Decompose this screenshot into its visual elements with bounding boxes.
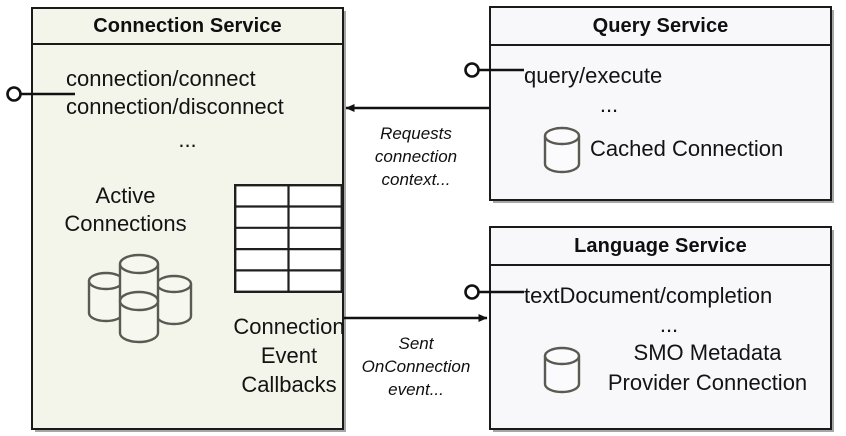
query-service-title: Query Service: [592, 14, 729, 37]
edge-label-sent-onconnection-event: Sent OnConnection event...: [352, 332, 480, 401]
language-service-operations-ellipsis: ...: [659, 312, 679, 337]
edge-label-requests-connection-context: Requests connection context...: [355, 122, 477, 191]
operation-connection-connect: connection/connect: [66, 66, 256, 91]
database-cylinder-icon: [543, 126, 581, 174]
operation-query-execute: query/execute: [524, 63, 663, 88]
sent-label-line2: OnConnection: [361, 357, 471, 376]
requests-label-line1: Requests: [380, 124, 452, 143]
callbacks-label-line1: Connection: [233, 314, 345, 339]
connection-service-operations: connection/connect connection/disconnect: [66, 65, 284, 121]
connection-event-callbacks-label: Connection Event Callbacks: [209, 312, 369, 399]
operation-connection-disconnect: connection/disconnect: [66, 94, 284, 119]
callbacks-label-line2: Event: [260, 343, 318, 368]
active-connections-label-line1: Active: [95, 183, 156, 208]
database-cluster-icon: [87, 253, 193, 344]
callbacks-label-line3: Callbacks: [241, 372, 337, 397]
active-connections-label: Active Connections: [43, 182, 208, 238]
component-language-service[interactable]: Language Service textDocument/completion…: [489, 226, 832, 430]
active-connections-label-line2: Connections: [64, 211, 187, 236]
component-query-service[interactable]: Query Service query/execute ... Cached C…: [489, 6, 832, 201]
sent-label-line3: event...: [388, 380, 444, 399]
language-service-title: Language Service: [574, 234, 747, 257]
operation-textdocument-completion: textDocument/completion: [524, 283, 773, 308]
database-cylinder-icon: [543, 346, 581, 394]
language-service-header: Language Service: [491, 228, 830, 266]
query-service-operations-ellipsis: ...: [599, 92, 619, 117]
requests-label-line3: context...: [381, 170, 451, 189]
smo-metadata-provider-connection-label: SMO Metadata Provider Connection: [590, 338, 825, 398]
smo-label-line2: Provider Connection: [607, 370, 808, 395]
component-connection-service[interactable]: Connection Service connection/connect co…: [31, 7, 345, 430]
cached-connection-label: Cached Connection: [590, 136, 784, 161]
query-service-header: Query Service: [491, 8, 830, 46]
requests-label-line2: connection: [374, 147, 458, 166]
table-grid-icon: [234, 184, 343, 293]
sent-label-line1: Sent: [398, 334, 434, 353]
smo-label-line1: SMO Metadata: [633, 340, 782, 365]
connection-service-title: Connection Service: [93, 14, 282, 37]
connection-service-header: Connection Service: [33, 9, 342, 45]
connection-service-operations-ellipsis: ...: [178, 127, 197, 152]
